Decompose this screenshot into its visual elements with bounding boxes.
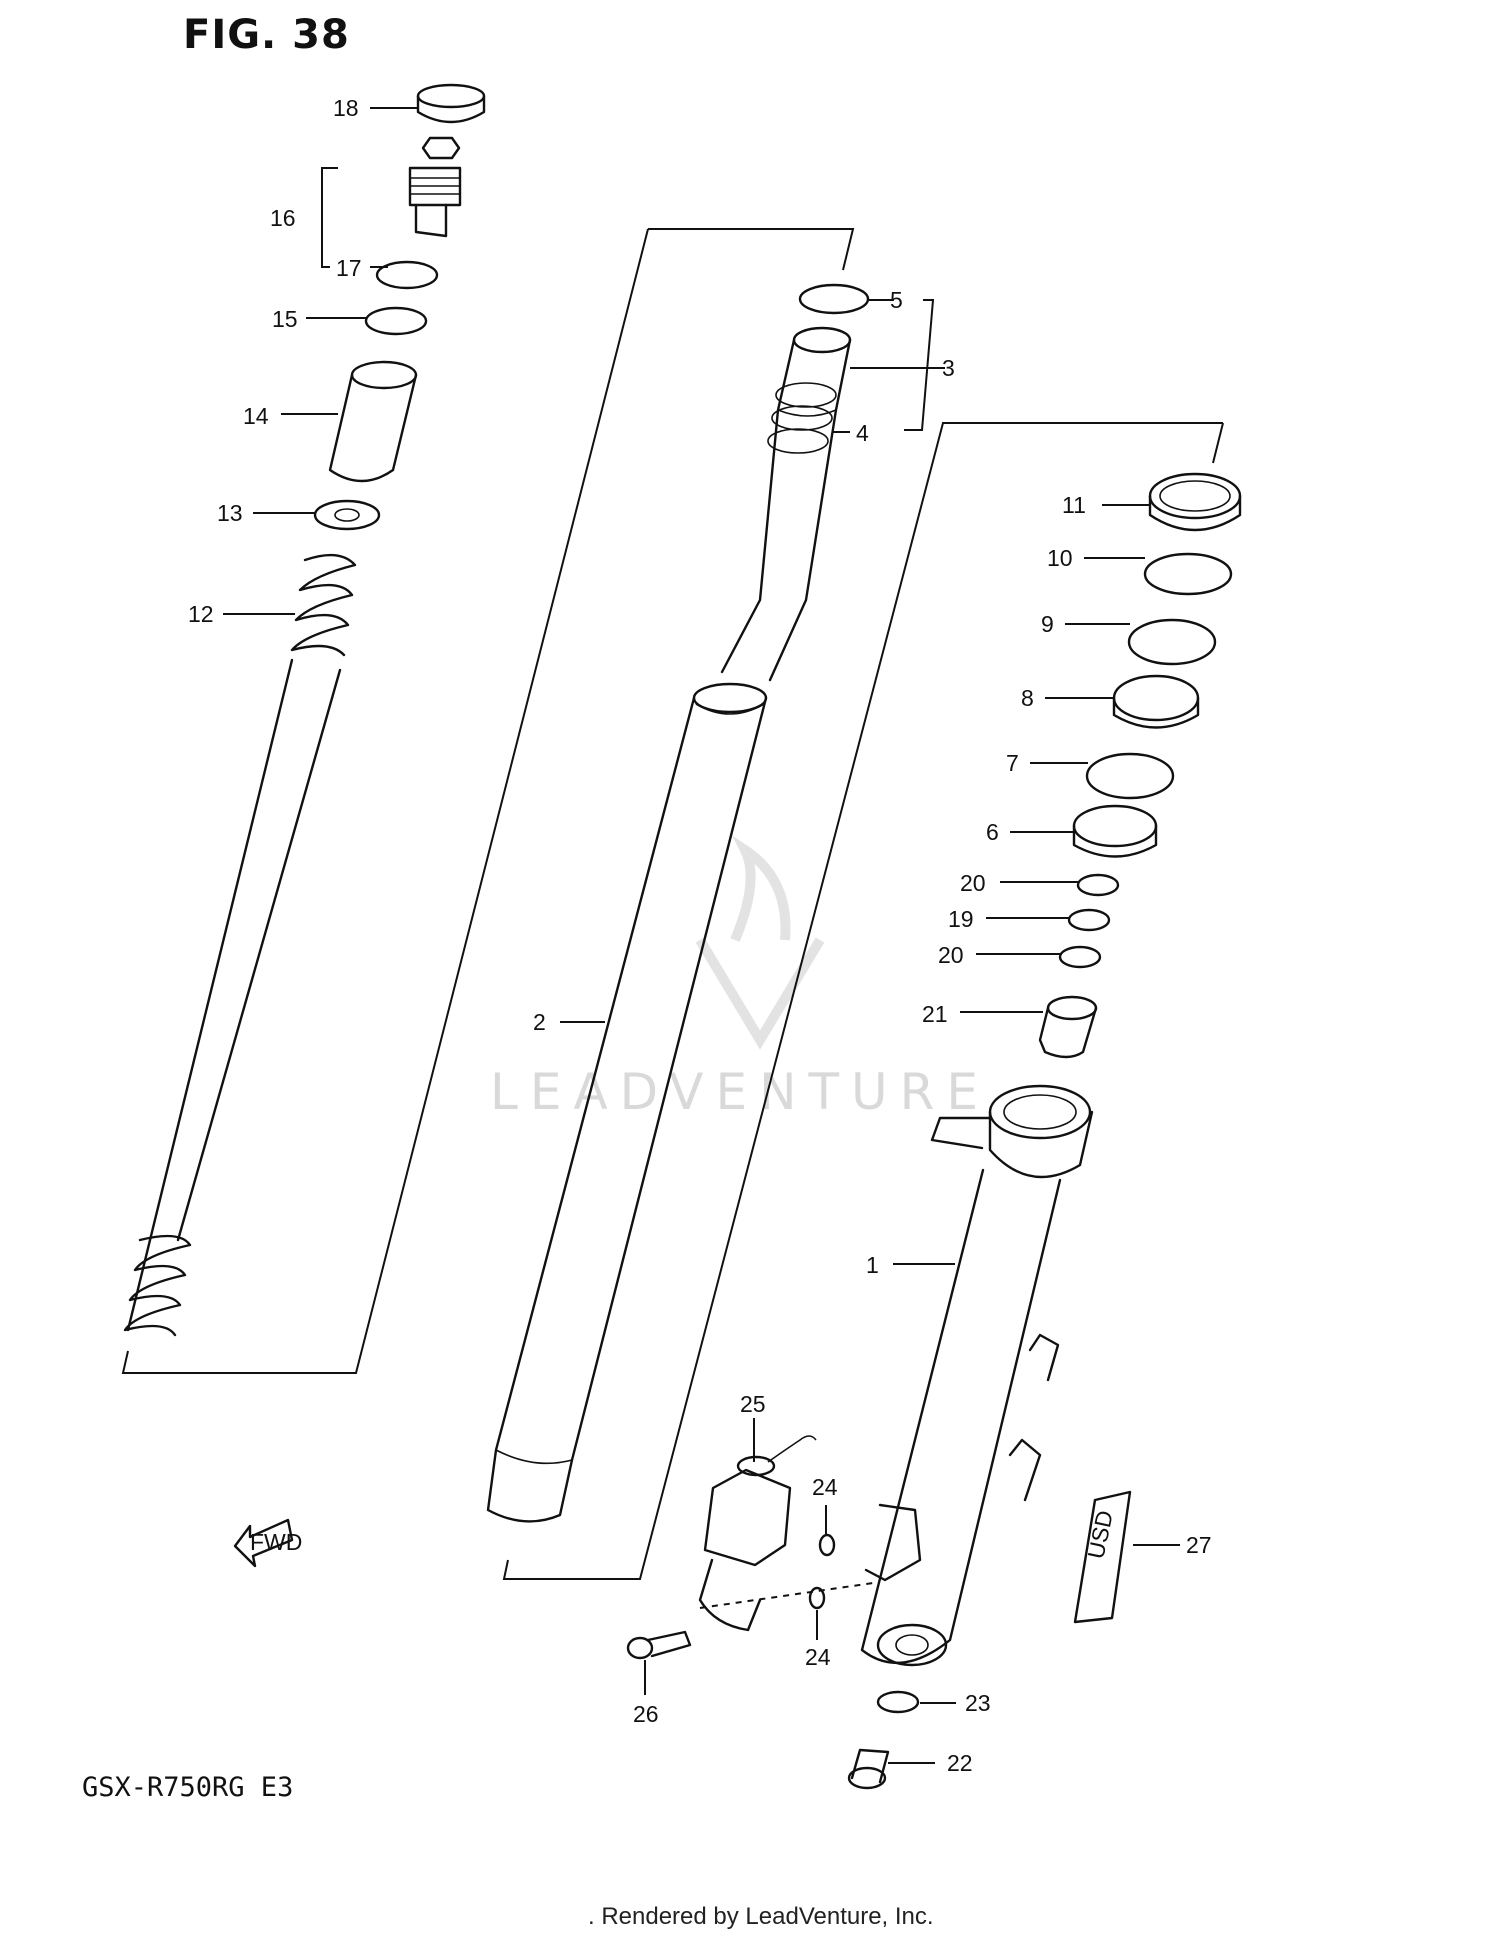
label-1: 1 — [866, 1252, 879, 1278]
label-22: 22 — [947, 1750, 973, 1776]
part-labels: 18 16 17 15 14 13 12 5 3 4 11 10 9 8 7 6… — [188, 95, 1212, 1776]
label-21: 21 — [922, 1001, 948, 1027]
label-18: 18 — [333, 95, 359, 121]
part-12-spring — [123, 553, 357, 1337]
part-10-stopper-ring — [1143, 552, 1233, 596]
watermark-text: LEADVENTURE — [490, 1063, 990, 1121]
part-16-adjuster-bolt — [408, 136, 462, 238]
part-4-rod-rings — [767, 382, 837, 454]
part-2-inner-tube — [486, 682, 768, 1523]
part-18-cap — [416, 83, 486, 124]
label-17: 17 — [336, 255, 362, 281]
label-16: 16 — [270, 205, 296, 231]
label-7: 7 — [1006, 750, 1019, 776]
part-9-washer — [1127, 618, 1217, 666]
part-19-o-ring — [1067, 908, 1111, 932]
part-25-anti-dive-valve — [698, 1435, 817, 1632]
part-20-washer-b — [1058, 945, 1102, 969]
part-24-o-ring-b — [808, 1586, 826, 1610]
part-13-seat — [313, 499, 381, 531]
label-26: 26 — [633, 1701, 659, 1727]
part-20-washer-a — [1076, 873, 1120, 897]
part-27-emblem: USD — [1073, 1490, 1132, 1624]
label-4: 4 — [856, 420, 869, 446]
part-26-bolt — [626, 1630, 692, 1660]
fwd-arrow-icon: FWD — [233, 1518, 302, 1568]
leader-lines — [223, 107, 1180, 1764]
part-6-slide-bushing — [1072, 804, 1158, 858]
model-code: GSX-R750RG E3 — [82, 1772, 294, 1803]
part-5-circlip — [798, 283, 870, 315]
label-20-b: 20 — [938, 942, 964, 968]
label-15: 15 — [272, 306, 298, 332]
label-19: 19 — [948, 906, 974, 932]
part-1-outer-tube — [860, 1084, 1094, 1667]
label-24-a: 24 — [812, 1474, 838, 1500]
part-7-seal-spacer — [1085, 752, 1175, 800]
label-12: 12 — [188, 601, 214, 627]
label-8: 8 — [1021, 685, 1034, 711]
label-27: 27 — [1186, 1532, 1212, 1558]
label-3: 3 — [942, 355, 955, 381]
label-6: 6 — [986, 819, 999, 845]
part-3-damper-rod — [720, 326, 852, 682]
label-5: 5 — [890, 287, 903, 313]
label-9: 9 — [1041, 611, 1054, 637]
figure-title: FIG. 38 — [183, 12, 350, 58]
label-24-b: 24 — [805, 1644, 831, 1670]
part-14-spacer — [328, 360, 418, 483]
part-24-o-ring-a — [818, 1533, 836, 1557]
part-22-drain-bolt — [847, 1748, 890, 1790]
part-21-oil-lock-piece — [1038, 995, 1098, 1059]
label-2: 2 — [533, 1009, 546, 1035]
part-17-o-ring — [375, 260, 439, 290]
label-25: 25 — [740, 1391, 766, 1417]
part-8-oil-seal — [1112, 674, 1200, 729]
credit-text: . Rendered by LeadVenture, Inc. — [588, 1903, 934, 1930]
fwd-label: FWD — [250, 1529, 302, 1555]
part-15-washer — [364, 306, 428, 336]
part-11-dust-seal — [1148, 472, 1242, 532]
label-10: 10 — [1047, 545, 1073, 571]
part-23-gasket — [876, 1690, 920, 1714]
assembly-brackets — [121, 167, 1224, 1580]
label-23: 23 — [965, 1690, 991, 1716]
label-13: 13 — [217, 500, 243, 526]
emblem-text: USD — [1082, 1508, 1118, 1561]
watermark-logo — [695, 835, 825, 1050]
label-14: 14 — [243, 403, 269, 429]
label-20-a: 20 — [960, 870, 986, 896]
label-11: 11 — [1062, 492, 1086, 518]
